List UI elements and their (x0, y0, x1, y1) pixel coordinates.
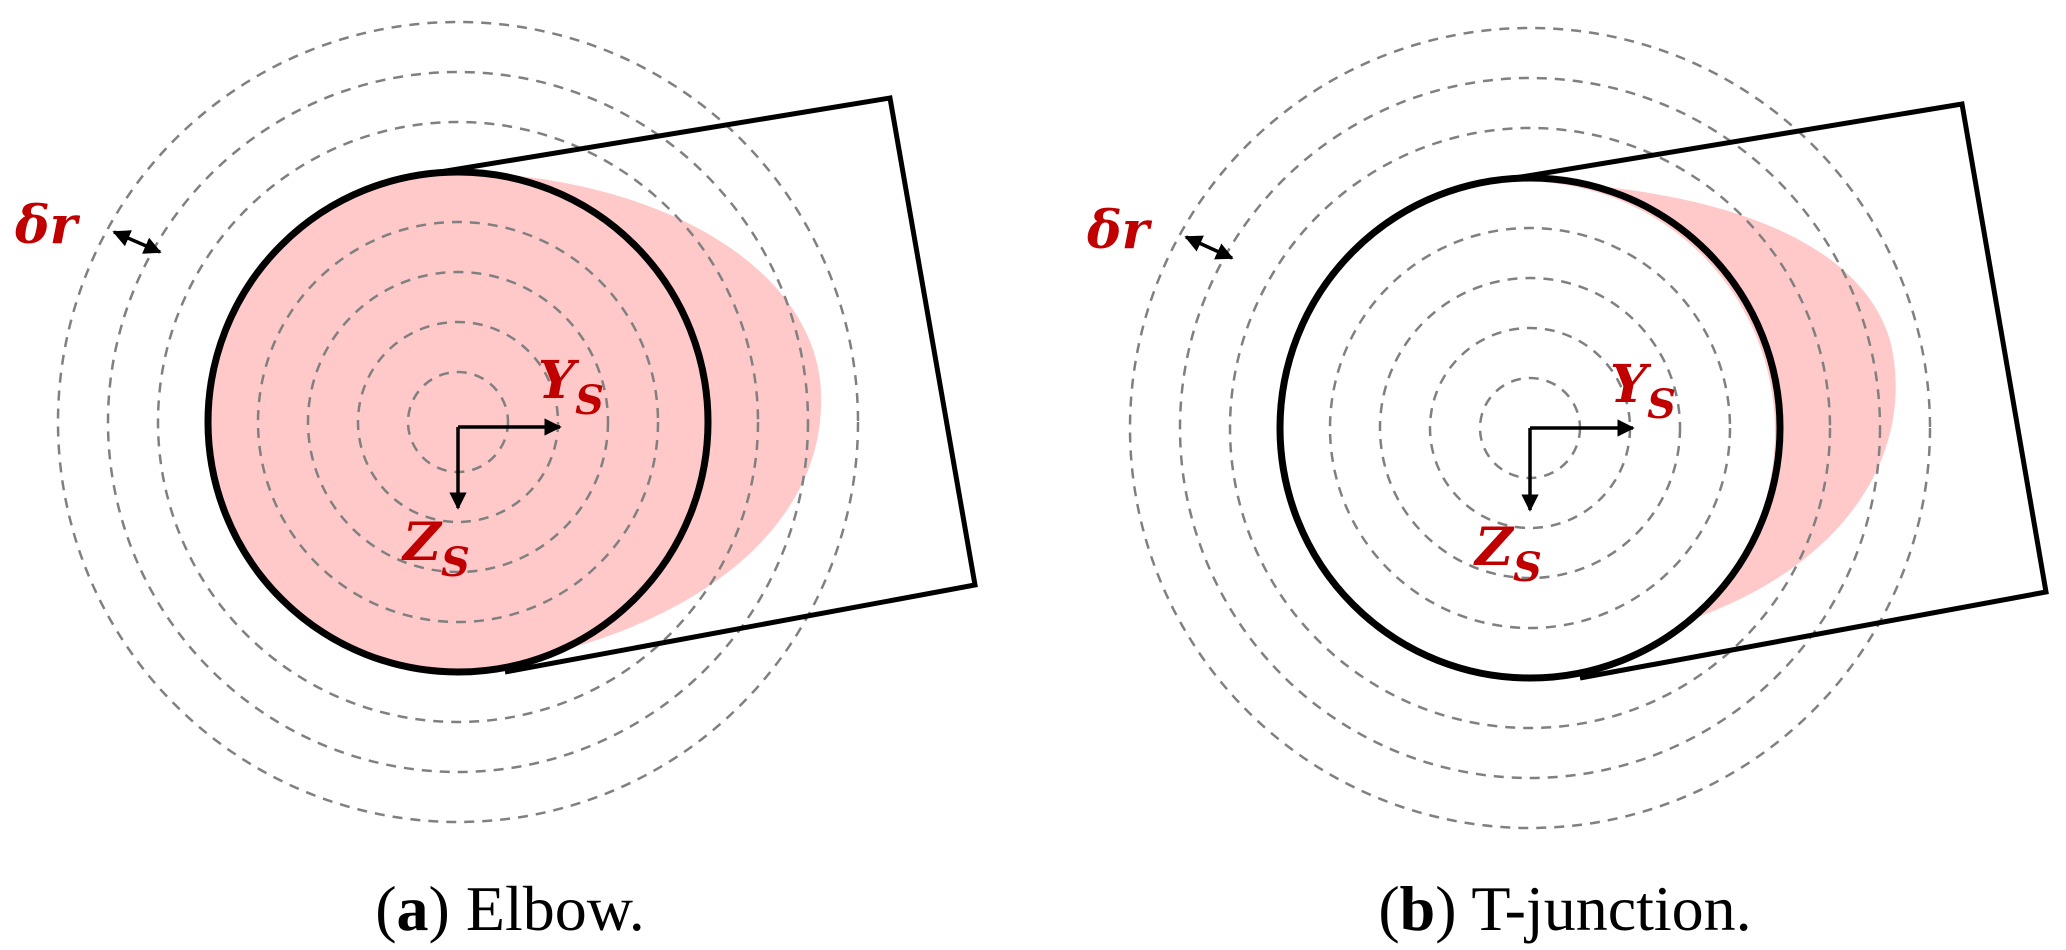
dashed-ring (256, 220, 660, 624)
dashed-ring (1178, 76, 1882, 780)
pipe-outline (1514, 101, 2049, 681)
y-axis-label: YS (1610, 354, 1676, 428)
delta-r-label: δr (14, 195, 81, 256)
caption-elbow: (a) Elbow. (375, 873, 645, 944)
panel-t-junction: δr YS ZS (b) T-junction. (1086, 26, 2049, 944)
dashed-ring (1228, 126, 1832, 730)
dashed-ring (1378, 276, 1682, 580)
panel-elbow: δr YS ZS (a) Elbow. (14, 20, 978, 944)
dashed-ring (106, 70, 810, 774)
y-axis-label: YS (538, 350, 604, 424)
dashed-ring (1328, 226, 1732, 630)
pipe-cross-section (204, 168, 712, 676)
pipe-outline (439, 95, 978, 675)
delta-r-arrow (112, 230, 162, 254)
delta-r-arrow (1184, 235, 1234, 260)
dashed-ring (1128, 26, 1932, 830)
dashed-ring (56, 20, 860, 824)
z-axis-label: ZS (401, 512, 470, 586)
pipe-cross-section (1276, 174, 1784, 682)
z-axis-label: ZS (1473, 517, 1542, 591)
dashed-ring (156, 120, 760, 724)
flow-region-highlight (205, 172, 822, 672)
flow-region-highlight (1540, 182, 1896, 620)
delta-r-label: δr (1086, 200, 1153, 261)
caption-t-junction: (b) T-junction. (1378, 873, 1751, 944)
dashed-ring (306, 270, 610, 574)
